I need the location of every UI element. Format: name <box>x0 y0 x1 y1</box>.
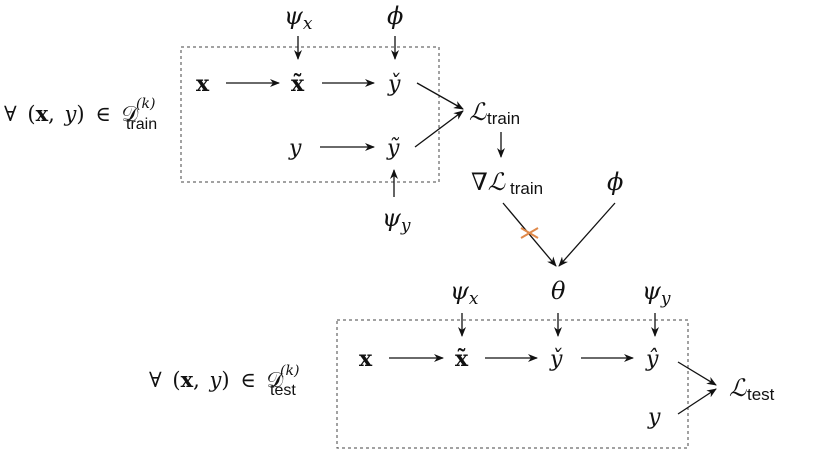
y-node-test: y <box>647 405 661 430</box>
y-check-node-test: y̌ <box>549 347 563 372</box>
arrow-phi-to-theta <box>558 202 616 267</box>
loss-train: ℒ <box>469 98 487 126</box>
x-node-train: x <box>196 71 210 97</box>
grad-loss-train-subscript: train <box>510 179 543 198</box>
arrow-y-check-to-loss-train <box>416 82 464 110</box>
grad-loss-train: ∇ℒ <box>471 168 506 196</box>
stop-gradient-mark <box>520 227 539 239</box>
theta-node: θ <box>551 277 566 305</box>
train-dataset-superscript: (k) <box>136 96 155 112</box>
train-box <box>180 46 440 183</box>
y-hat-node-test: ŷ <box>645 347 659 372</box>
phi-outer: ϕ <box>607 168 623 196</box>
arrow-y-tilde-to-loss-train <box>414 110 464 148</box>
y-check-node-train: y̌ <box>387 72 401 97</box>
arrow-grad-to-theta-blocked <box>502 202 557 267</box>
x-tilde-node-test: x̃ <box>455 346 469 372</box>
arrow-y-hat-to-loss-test <box>677 361 717 386</box>
loss-test: ℒ <box>729 374 747 402</box>
x-node-test: x <box>359 346 373 372</box>
test-dataset-subscript: test <box>270 382 296 399</box>
test-condition-label: ∀ (x, y) ∈ 𝒟 <box>149 367 283 392</box>
psi-y-top-test: ψy <box>642 277 671 309</box>
train-condition-label: ∀ (x, y) ∈ 𝒟 <box>4 101 138 126</box>
loss-test-subscript: test <box>747 385 775 404</box>
y-node-train: y <box>288 136 302 161</box>
phi-top-train: ϕ <box>387 2 403 30</box>
psi-x-top-test: ψx <box>450 277 479 309</box>
loss-train-subscript: train <box>487 109 520 128</box>
y-tilde-node-train: ỹ <box>386 136 400 161</box>
x-tilde-node-train: x̃ <box>291 71 305 97</box>
psi-y-bottom-train: ψy <box>382 204 411 236</box>
test-dataset-superscript: (k) <box>280 363 299 379</box>
psi-x-top-train: ψx <box>284 2 313 34</box>
train-dataset-subscript: train <box>126 116 157 133</box>
test-box <box>336 319 689 449</box>
arrow-y-to-loss-test <box>677 388 717 415</box>
